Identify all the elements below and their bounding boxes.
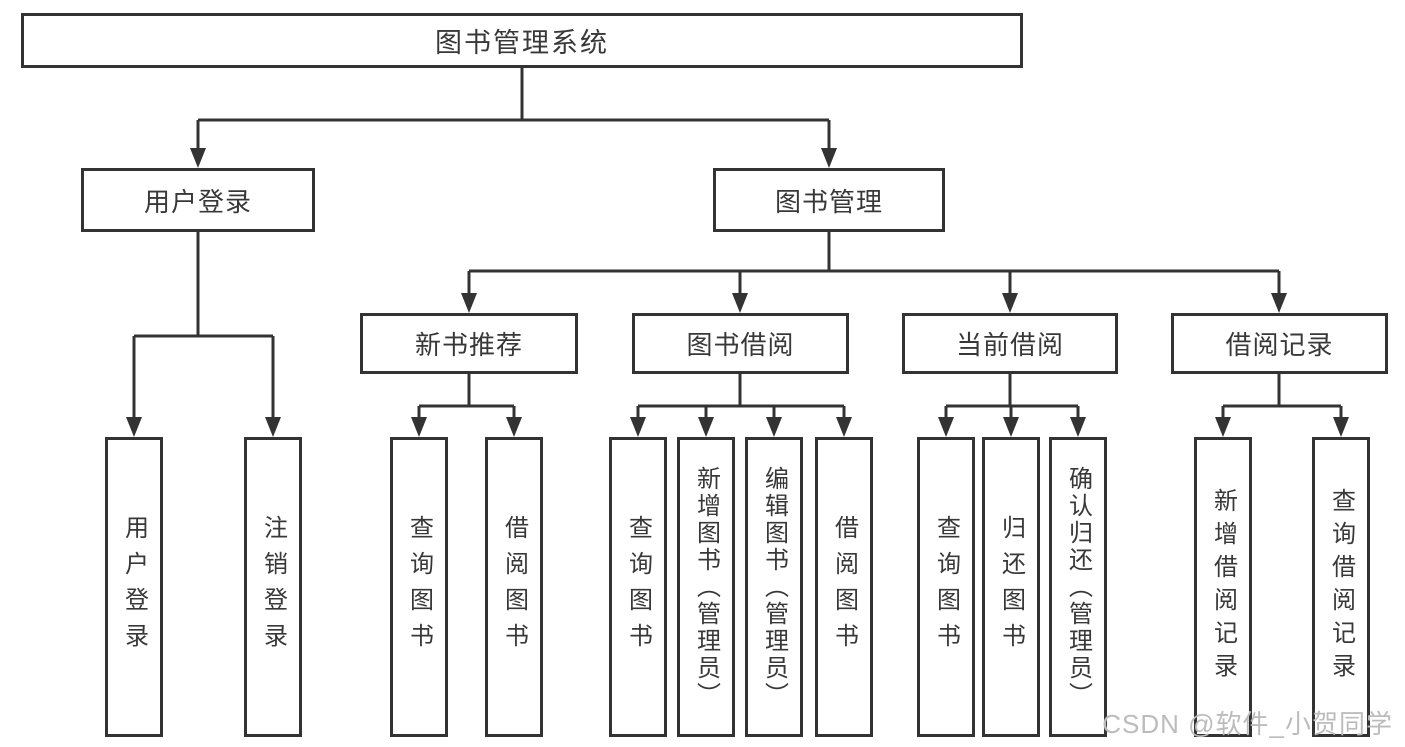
watermark: CSDN @软件_小贺同学 — [1102, 709, 1393, 739]
node-new-book-recommendation: 新书推荐 — [360, 313, 578, 374]
node-label: 归还图书 — [997, 515, 1025, 659]
node-book-borrowing: 图书借阅 — [632, 313, 849, 374]
node-return-books: 归还图书 — [982, 437, 1040, 737]
node-label: 图书借阅 — [686, 330, 795, 360]
node-label: 查询借阅记录 — [1327, 488, 1355, 686]
node-label: 用户登录 — [143, 186, 252, 217]
node-label: 图书管理 — [774, 186, 883, 217]
node-add-books-admin: 新增图书（管理员） — [677, 437, 735, 737]
node-label: 新增图书（管理员） — [692, 465, 720, 709]
node-query-books-borrow: 查询图书 — [609, 437, 667, 737]
node-label: 借阅图书 — [500, 515, 528, 659]
node-borrowing-records: 借阅记录 — [1171, 313, 1388, 374]
node-label: 查询图书 — [405, 515, 433, 659]
node-label: 借阅记录 — [1225, 330, 1334, 360]
node-add-borrow-record: 新增借阅记录 — [1194, 437, 1252, 737]
node-label: 图书管理系统 — [435, 28, 609, 58]
node-logout-leaf: 注销登录 — [244, 437, 302, 737]
node-current-borrowing: 当前借阅 — [902, 313, 1118, 374]
node-borrow-books-leaf: 借阅图书 — [815, 437, 873, 737]
node-label: 确认归还（管理员） — [1064, 465, 1092, 709]
node-borrow-books-recommend: 借阅图书 — [485, 437, 543, 737]
node-edit-books-admin: 编辑图书（管理员） — [745, 437, 803, 737]
node-label: 当前借阅 — [955, 330, 1064, 360]
node-label: 编辑图书（管理员） — [760, 465, 788, 709]
node-label: 注销登录 — [259, 515, 287, 659]
node-label: 新增借阅记录 — [1209, 488, 1237, 686]
node-label: 借阅图书 — [830, 515, 858, 659]
node-label: 用户登录 — [120, 515, 148, 659]
node-label: 新书推荐 — [414, 330, 523, 360]
node-user-login-leaf: 用户登录 — [105, 437, 163, 737]
node-label: 查询图书 — [624, 515, 652, 659]
node-query-books-current: 查询图书 — [917, 437, 975, 737]
node-label: 查询图书 — [932, 515, 960, 659]
arrowheads — [126, 148, 1349, 437]
node-query-books-recommend: 查询图书 — [390, 437, 448, 737]
node-user-login-branch: 用户登录 — [81, 168, 315, 232]
node-confirm-return-admin: 确认归还（管理员） — [1049, 437, 1107, 737]
node-library-management-system: 图书管理系统 — [21, 13, 1023, 68]
node-query-borrow-record: 查询借阅记录 — [1312, 437, 1370, 737]
node-book-management-branch: 图书管理 — [713, 168, 945, 232]
